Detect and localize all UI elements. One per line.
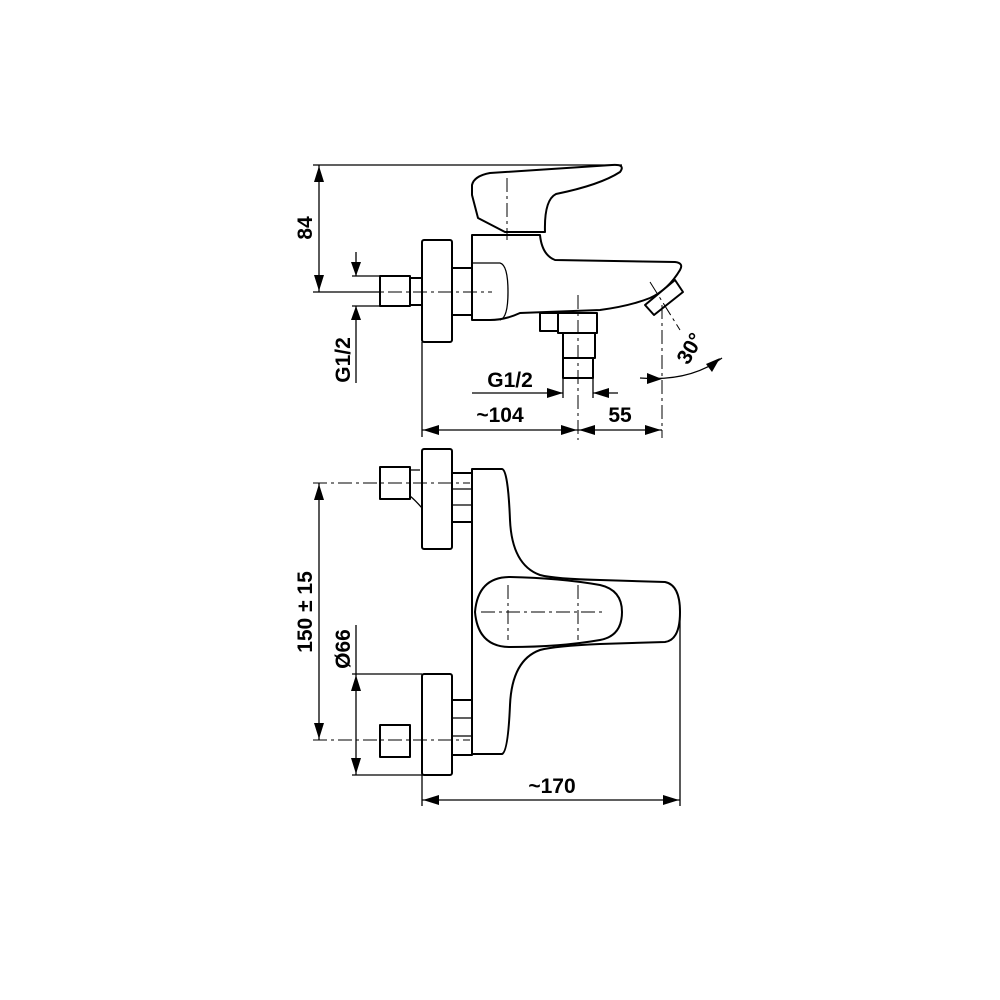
arrow-icon — [314, 484, 324, 500]
height-label: 84 — [294, 216, 317, 240]
arrow-icon — [579, 425, 595, 435]
inlet-fitting — [379, 275, 411, 307]
lower-flange — [421, 673, 453, 776]
upper-flange — [421, 448, 453, 550]
inlet-thread-label: G1/2 — [332, 337, 355, 383]
lower-connector — [451, 699, 473, 756]
arrow-icon — [647, 373, 662, 384]
outlet-thread-label: G1/2 — [487, 369, 533, 392]
arrow-icon — [663, 795, 679, 805]
lever-handle — [471, 163, 623, 233]
arrow-icon — [351, 306, 361, 320]
lower-inlet-fitting — [379, 724, 411, 758]
arrow-icon — [351, 262, 361, 276]
arrow-icon — [351, 675, 361, 691]
wall-flange — [421, 239, 453, 343]
flange-diameter-label: Ø66 — [332, 629, 355, 669]
depth-label: ~104 — [476, 404, 524, 427]
side-view: 84 G1/2 — [294, 163, 723, 440]
arrow-icon — [351, 758, 361, 774]
outlet-nut — [539, 312, 560, 332]
arrow-icon — [706, 358, 720, 372]
spout-offset-label: 55 — [608, 404, 632, 427]
lever-handle-front — [474, 576, 623, 648]
upper-connector — [451, 472, 473, 523]
arrow-icon — [314, 723, 324, 739]
body-inner-line — [472, 262, 509, 321]
outlet-pipe — [562, 332, 596, 359]
arrow-icon — [314, 275, 324, 291]
aerator-centerline — [649, 281, 681, 331]
arrow-icon — [547, 388, 563, 398]
fitting-edge — [409, 469, 423, 509]
arrow-icon — [314, 166, 324, 182]
arrow-icon — [561, 425, 577, 435]
angle-label: 30° — [672, 329, 708, 368]
center-distance-label: 150 ± 15 — [294, 571, 317, 653]
width-label: ~170 — [528, 775, 575, 798]
arrow-icon — [593, 388, 609, 398]
arrow-icon — [645, 425, 661, 435]
arrow-icon — [423, 425, 439, 435]
aerator — [644, 279, 684, 316]
front-view: 150 ± 15 Ø66 ~170 — [294, 448, 681, 806]
arrow-icon — [423, 795, 439, 805]
